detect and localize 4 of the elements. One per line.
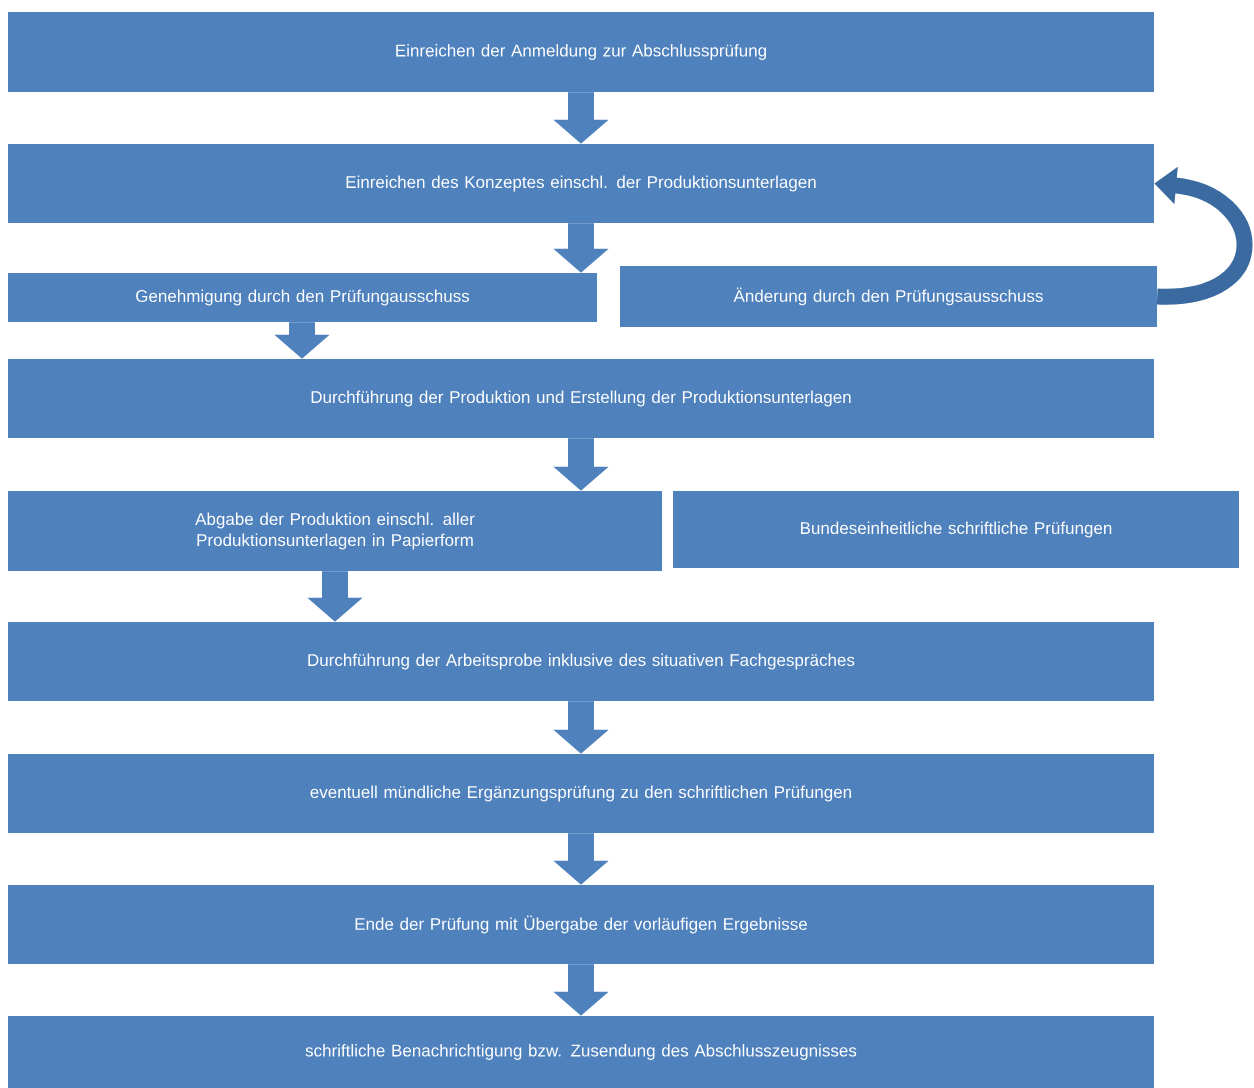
process-box: Änderung durch den Prüfungsausschuss	[620, 266, 1157, 327]
process-box: Einreichen der Anmeldung zur Abschlussprüfung	[8, 12, 1154, 92]
process-box: Bundeseinheitliche schriftliche Prüfungen	[673, 491, 1239, 568]
process-box: schriftliche Benachrichtigung bzw. Zusendung des Abschlusszeugnisses	[8, 1016, 1154, 1088]
